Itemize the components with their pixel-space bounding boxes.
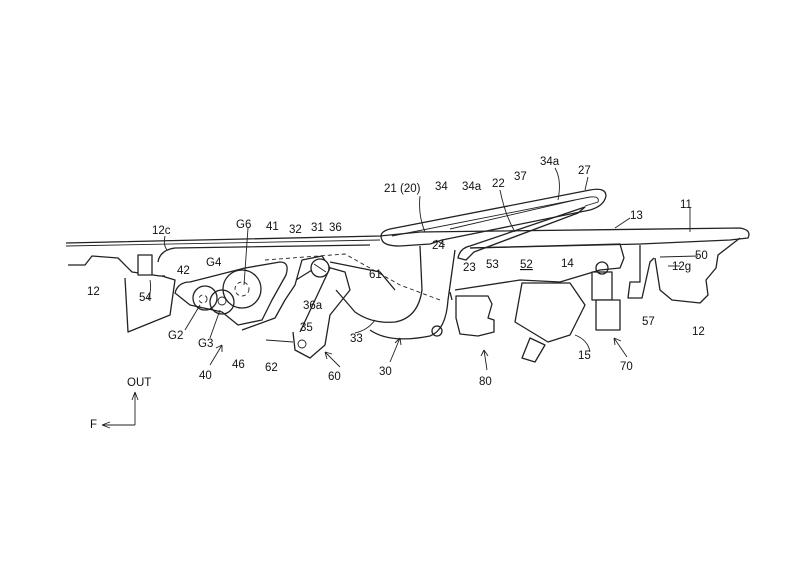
label-36a: 36a <box>303 300 323 312</box>
direction-f-label: F <box>90 419 97 431</box>
label-35: 35 <box>300 322 313 334</box>
label-34a: 34a <box>540 156 560 168</box>
bracket-12-right <box>627 237 741 304</box>
label-14: 14 <box>561 258 574 270</box>
assembly-arrows <box>209 337 628 371</box>
label-34a: 34a <box>462 181 482 193</box>
label-62: 62 <box>265 362 278 374</box>
label-52: 52 <box>520 259 533 271</box>
label-33: 33 <box>350 333 363 345</box>
label-60: 60 <box>328 371 341 383</box>
label-11: 11 <box>680 199 692 211</box>
actuator-80 <box>431 295 495 337</box>
leader-lines <box>147 167 699 353</box>
label-54: 54 <box>139 292 152 304</box>
lid-21 <box>380 188 607 247</box>
direction-indicator: OUT F <box>90 377 151 431</box>
label-12c: 12c <box>152 225 171 237</box>
bracket-12-left <box>68 244 371 333</box>
label-21-20: 21 (20) <box>384 183 421 195</box>
gear-unit-40 <box>174 255 331 333</box>
label-30: 30 <box>379 366 392 378</box>
label-53: 53 <box>486 259 499 271</box>
label-41: 41 <box>266 221 279 233</box>
label-13: 13 <box>630 210 643 222</box>
console-panel-11 <box>65 227 750 259</box>
direction-out-label: OUT <box>127 377 151 389</box>
label-12-left: 12 <box>87 286 100 298</box>
label-22: 22 <box>492 178 505 190</box>
label-G6: G6 <box>236 219 251 231</box>
label-61: 61 <box>369 269 382 281</box>
label-36: 36 <box>329 222 342 234</box>
label-70: 70 <box>620 361 633 373</box>
label-32: 32 <box>289 224 302 236</box>
arm-34 <box>335 206 586 340</box>
label-12g: 12g <box>672 261 691 273</box>
label-46: 46 <box>232 359 245 371</box>
label-G3: G3 <box>198 338 213 350</box>
label-G2: G2 <box>168 330 183 342</box>
motor-15 <box>514 282 586 363</box>
label-15: 15 <box>578 350 591 362</box>
label-24: 24 <box>432 240 445 252</box>
label-12-right: 12 <box>692 326 705 338</box>
actuator-70 <box>591 261 621 331</box>
label-27: 27 <box>578 165 591 177</box>
label-37: 37 <box>514 171 527 183</box>
pivot-31 <box>264 253 441 301</box>
reference-numerals: 11 13 27 34a 37 22 34a 34 21 (20) 24 50 … <box>87 156 708 388</box>
label-57: 57 <box>642 316 655 328</box>
label-80: 80 <box>479 376 492 388</box>
label-31: 31 <box>311 222 324 234</box>
label-40: 40 <box>199 370 212 382</box>
label-G4: G4 <box>206 257 222 269</box>
label-34: 34 <box>435 181 448 193</box>
label-23: 23 <box>463 262 476 274</box>
label-42: 42 <box>177 265 190 277</box>
tray-14 <box>449 257 625 301</box>
label-50: 50 <box>695 250 708 262</box>
